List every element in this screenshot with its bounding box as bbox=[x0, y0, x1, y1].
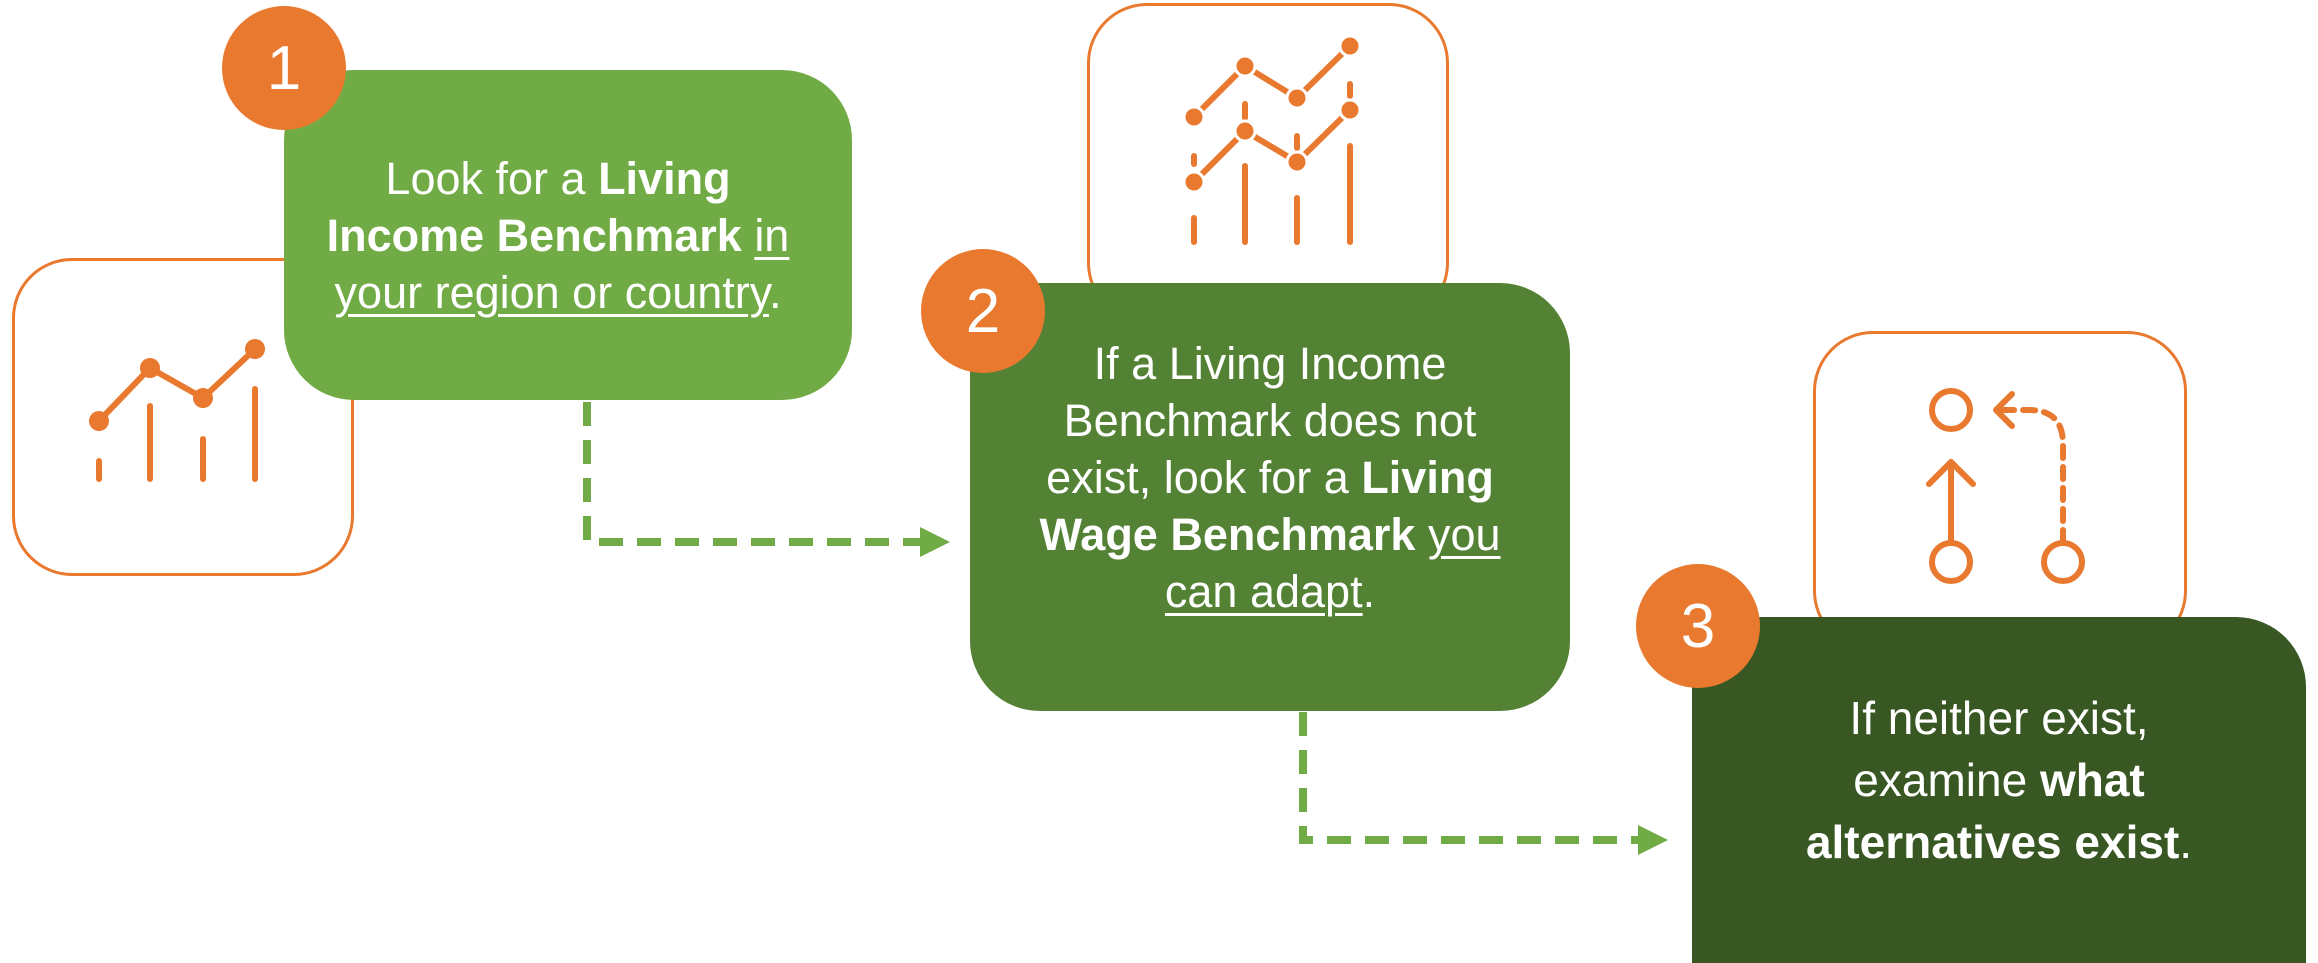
step-1-box: Look for a Living Income Benchmark in yo… bbox=[284, 70, 852, 400]
line-chart-icon bbox=[89, 339, 265, 482]
step-3-text-bold: what alternatives exist bbox=[1805, 754, 2180, 868]
step-1-text-lead: Look for a bbox=[385, 152, 599, 204]
step-3-text-lead: If neither exist, examine bbox=[1849, 692, 2149, 806]
connector-2-to-3 bbox=[1299, 712, 1640, 844]
step-3-text: If neither exist, examine what alternati… bbox=[1805, 692, 2193, 868]
step-2-box: If a Living Income Benchmark does not ex… bbox=[970, 283, 1570, 711]
step-2-number-badge: 2 bbox=[921, 249, 1045, 373]
step-1-text-underline: in your region or country bbox=[334, 209, 790, 318]
alternative-paths-icon bbox=[1926, 388, 2085, 584]
step-3-icon-frame bbox=[1813, 331, 2187, 651]
arrowhead-to-step-3 bbox=[1638, 825, 1668, 855]
step-2-icon-frame bbox=[1087, 3, 1449, 323]
step-1-text-bold: Living Income Benchmark bbox=[326, 152, 742, 261]
step-2-text: If a Living Income Benchmark does not ex… bbox=[1039, 337, 1501, 617]
step-3-box: If neither exist, examine what alternati… bbox=[1692, 617, 2306, 963]
step-1-number-badge: 1 bbox=[222, 6, 346, 130]
step-3-number-badge: 3 bbox=[1636, 564, 1760, 688]
arrowhead-to-step-2 bbox=[920, 527, 950, 557]
step-1-text: Look for a Living Income Benchmark in yo… bbox=[326, 152, 790, 318]
connector-1-to-2 bbox=[583, 402, 920, 546]
step-2-text-bold: Living Wage Benchmark bbox=[1039, 451, 1494, 560]
step-2-text-lead: If a Living Income Benchmark does not ex… bbox=[1046, 337, 1477, 503]
step-2-text-underline: you can adapt bbox=[1164, 508, 1501, 617]
double-line-chart-icon bbox=[1182, 34, 1362, 245]
